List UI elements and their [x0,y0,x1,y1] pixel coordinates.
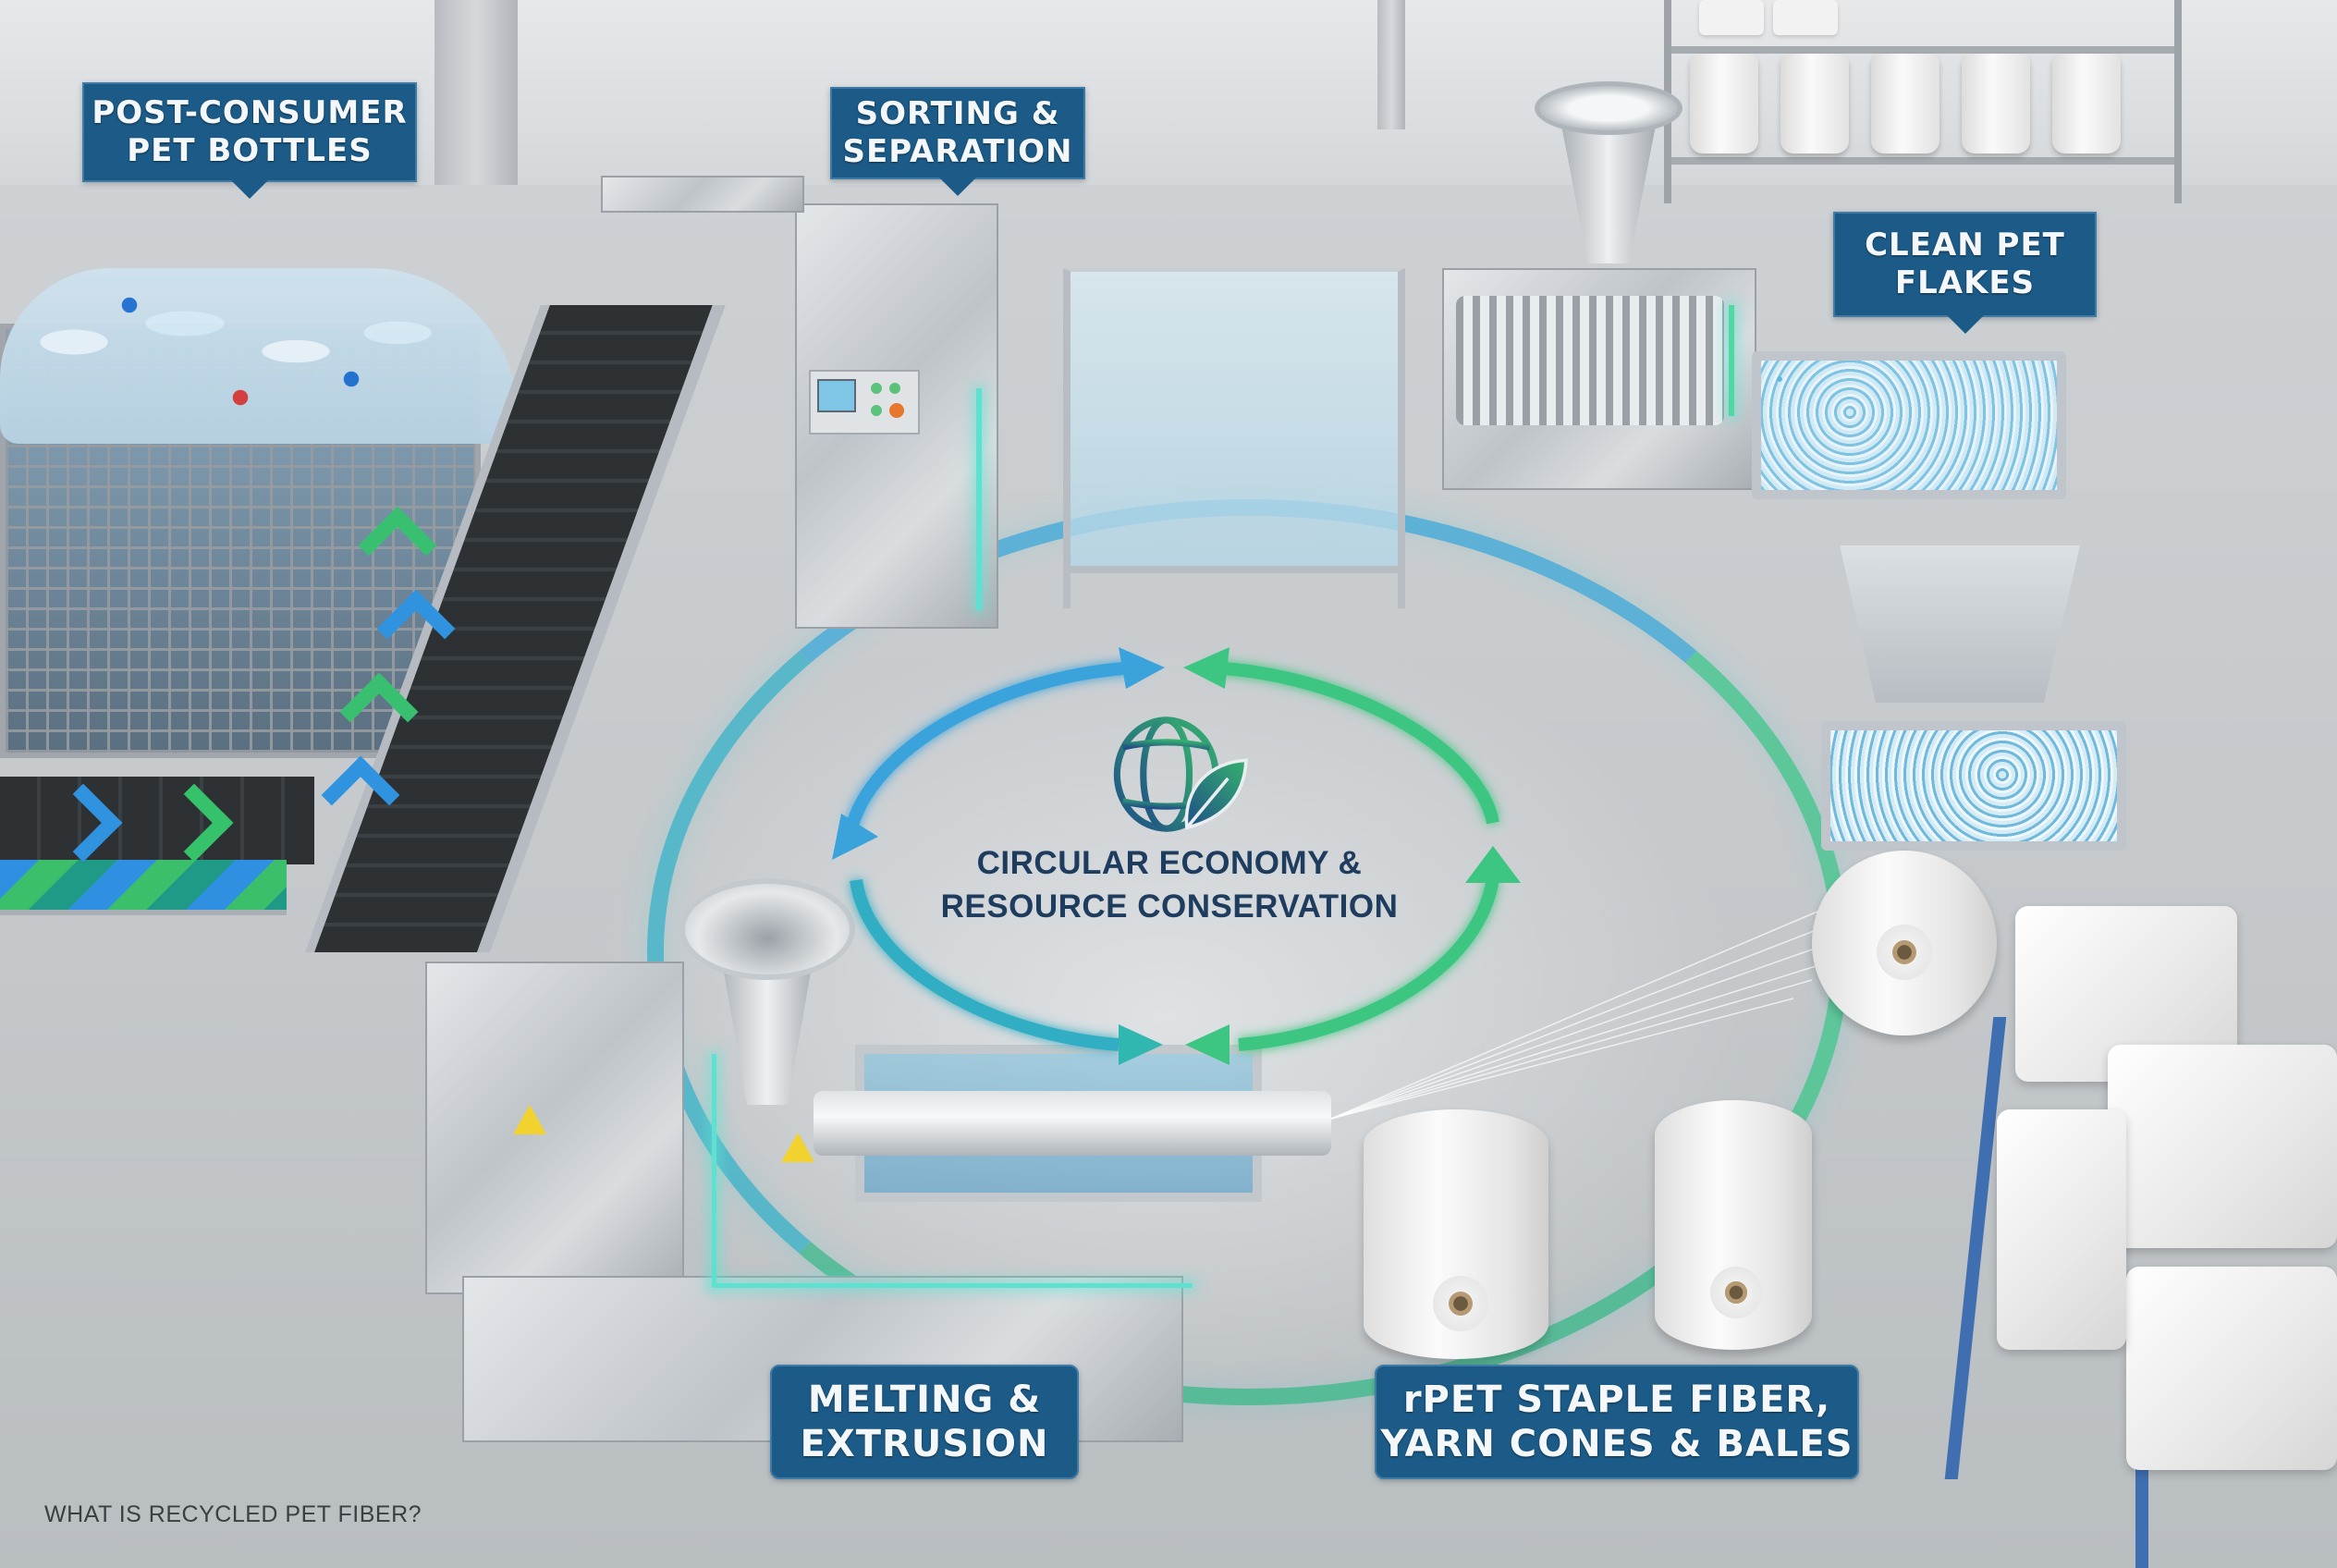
feed-conveyor-belt [0,777,314,864]
stage-label-line: SORTING & [855,95,1060,133]
stage-label-line: SEPARATION [842,133,1073,170]
yarn-cone-shelf [1664,0,2182,203]
conveyor-chevron-band [0,860,287,915]
glow-strip [712,1283,1193,1288]
fiber-bale [2126,1267,2337,1470]
extruder-screw-barrel [814,1091,1331,1156]
flake-chute [1840,545,2080,703]
label-pointer [939,178,976,196]
stage-label-line: POST-CONSUMER [92,94,408,132]
label-pointer [231,180,268,199]
center-title-line-1: CIRCULAR ECONOMY & [976,845,1363,881]
stage-label-line: rPET STAPLE FIBER, [1402,1378,1831,1421]
glow-strip [712,1054,716,1285]
glow-strip [1729,305,1734,416]
extruder-hopper [679,878,855,980]
circular-economy-title: CIRCULAR ECONOMY & RESOURCE CONSERVATION [934,841,1405,928]
stage-label-line: FLAKES [1894,264,2036,301]
folded-fabric [1773,0,1838,35]
stage-label-melting: MELTING & EXTRUSION [770,1365,1079,1479]
extruder-cabinet [425,962,684,1294]
tank-legs [1063,571,1405,608]
yarn-cone [1780,54,1849,153]
globe-leaf-icon [1113,717,1248,832]
stage-label-sorting: SORTING & SEPARATION [830,87,1085,196]
glow-strip [976,388,982,610]
pet-bottle-pile [0,268,518,444]
yarn-cone [1871,54,1939,153]
center-title-line-2: RESOURCE CONSERVATION [940,888,1399,925]
shredder-funnel-rim [1535,81,1682,135]
wall-pipe [1377,0,1405,129]
yarn-cone [2052,54,2121,153]
green-button-icon [871,383,882,394]
stage-label-line: YARN CONES & BALES [1380,1423,1854,1465]
yarn-cone [1690,54,1758,153]
yarn-cone [1962,54,2030,153]
stage-label-clean-flakes: CLEAN PET FLAKES [1833,212,2097,334]
stage-label-post-consumer: POST-CONSUMER PET BOTTLES [82,82,417,199]
figure-caption: WHAT IS RECYCLED PET FIBER? [44,1501,422,1527]
fiber-strands [1331,905,1831,1120]
orange-button-icon [889,403,904,418]
flake-tray-lower [1821,721,2126,851]
circular-arrows-icon [832,647,1521,1065]
roll-core [1433,1276,1488,1331]
stage-label-line: MELTING & [807,1378,1042,1421]
stage-label-line: PET BOTTLES [127,132,373,169]
high-voltage-warning-icon [781,1133,814,1162]
shelf-board [1671,157,2174,165]
stage-label-rpet-output: rPET STAPLE FIBER, YARN CONES & BALES [1375,1365,1859,1479]
wash-tank [1063,268,1405,573]
fiber-bale [1997,1109,2126,1350]
fiber-bale [2108,1045,2337,1248]
stage-label-line: CLEAN PET [1865,227,2065,264]
folded-fabric [1699,0,1764,35]
roll-core [1710,1267,1762,1318]
high-voltage-warning-icon [513,1105,546,1134]
label-pointer [1946,315,1984,334]
shredder-blades [1456,296,1724,425]
green-button-icon [889,383,900,394]
shelf-board [1671,46,2174,54]
flake-tray-upper [1752,351,2066,499]
green-button-icon [871,405,882,416]
roll-core [1877,925,1932,980]
control-screen [817,379,856,412]
robot-gantry [601,176,804,213]
stage-label-line: EXTRUSION [800,1423,1049,1465]
